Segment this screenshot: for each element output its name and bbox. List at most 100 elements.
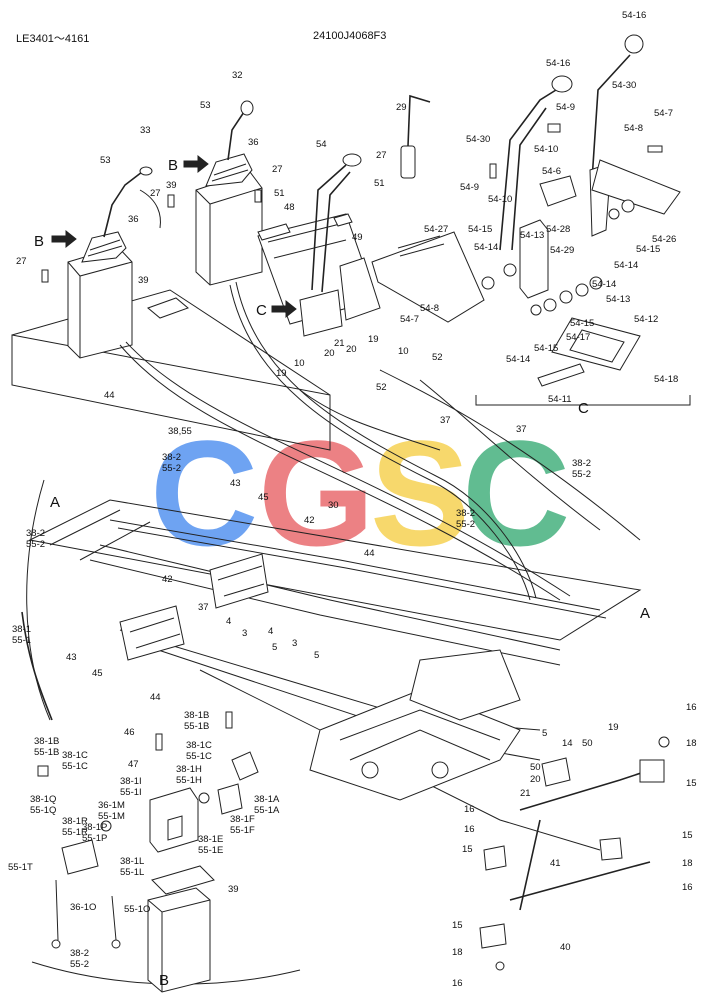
section-c-label-top: C [256,302,267,319]
part-callout: 38-1A [254,794,280,805]
part-callout: 42 [162,574,173,585]
part-callout: 38-1R [62,816,88,827]
part-callout: 38-1B [34,736,59,747]
part-callout: 52 [376,382,387,393]
part-callout: 27 [16,256,27,267]
serial-range: LE3401～4161 [16,33,90,45]
part-callout: 54 [316,139,327,150]
part-callout: 30 [328,500,339,511]
part-callout: 55-1R [62,827,88,838]
part-callout: 19 [608,722,619,733]
part-callout: 43 [230,478,241,489]
part-callout: 54-15 [534,343,558,354]
part-callout: 55-1L [120,867,144,878]
part-callout: 18 [452,947,463,958]
part-callout: 50 [530,762,541,773]
part-callout: 55-1Q [30,805,56,816]
part-callout: 54-6 [542,166,561,177]
part-callout: 54-15 [468,224,492,235]
part-callout: 38-1Q [30,794,56,805]
part-callout: 47 [128,759,139,770]
part-callout: 50 [582,738,593,749]
part-callout: 5 [314,650,319,661]
part-callout: 27 [150,188,161,199]
part-callout: 33 [140,125,151,136]
linkage-assembly [479,736,670,971]
part-callout: 38-1B [184,710,209,721]
part-callout: 54-9 [556,102,575,113]
watermark-letter-3: S [370,409,470,577]
part-callout: 54-16 [546,58,570,69]
part-callout: 3 [292,638,297,649]
section-a-label-right: A [640,605,650,622]
part-callout: 37 [198,602,209,613]
part-callout: 44 [104,390,115,401]
part-callout: 38-2 [70,948,89,959]
washer-stack [481,199,635,316]
part-callout: 18 [686,738,697,749]
part-callout: 37 [440,415,451,426]
part-callout: 4 [268,626,273,637]
part-callout: 51 [274,188,285,199]
part-callout: 45 [258,492,269,503]
part-callout: 3 [242,628,247,639]
part-callout: 54-10 [488,194,512,205]
part-callout: 55-2 [26,539,45,550]
bracket-group [119,553,269,661]
part-callout: 39 [138,275,149,286]
part-callout: 21 [334,338,345,349]
part-callout: 54-13 [520,230,544,241]
part-callout: 54-8 [420,303,439,314]
part-callout: 54-14 [614,260,638,271]
part-callout: 55-2 [572,469,591,480]
part-callout: 52 [432,352,443,363]
part-callout: 16 [682,882,693,893]
part-callout: 36 [248,137,259,148]
part-callout: 54-8 [624,123,643,134]
part-callout: 43 [66,652,77,663]
part-callout: 38-1L [120,856,144,867]
part-callout: 38-1C [186,740,212,751]
part-callout: 54-18 [654,374,678,385]
section-b-label-bottom: B [159,972,169,989]
pedal-detail-view-c [475,34,691,406]
part-callout: 19 [276,368,287,379]
part-callout: 5 [542,728,547,739]
part-callout: 54-17 [566,332,590,343]
part-callout: 38-2 [572,458,591,469]
part-callout: 53 [200,100,211,111]
section-c-label-detail: C [578,400,589,417]
part-callout: 55-1I [120,787,142,798]
part-callout: 42 [304,515,315,526]
watermark-logo: C G S C [150,409,570,577]
part-callout: 54-16 [622,10,646,21]
part-callout: 54-14 [474,242,498,253]
part-callout: 38-1C [62,750,88,761]
part-callout: 41 [550,858,561,869]
part-callout: 55-1C [186,751,212,762]
switch-detail-view-b [31,711,301,993]
cable-harness [21,281,642,851]
part-callout: 16 [464,824,475,835]
part-callout: 45 [92,668,103,679]
control-valve-assembly [309,649,521,801]
part-callout: 54-28 [546,224,570,235]
part-callout: 54-14 [506,354,530,365]
part-callout: 38-1 [12,624,31,635]
part-callout: 55-1P [82,833,107,844]
part-callout: 38-2 [162,452,181,463]
part-callout: 54-26 [652,234,676,245]
part-callout: 38-1H [176,764,202,775]
section-a-label: A [50,494,60,511]
part-callout: 55-1B [34,747,59,758]
part-callout: 54-27 [424,224,448,235]
part-callout: 55-1H [176,775,202,786]
part-callout: 54-9 [460,182,479,193]
part-callout: 54-12 [634,314,658,325]
part-callout: 21 [520,788,531,799]
part-callout: 48 [284,202,295,213]
part-callout: 14 [562,738,573,749]
part-callout: 55-1B [184,721,209,732]
